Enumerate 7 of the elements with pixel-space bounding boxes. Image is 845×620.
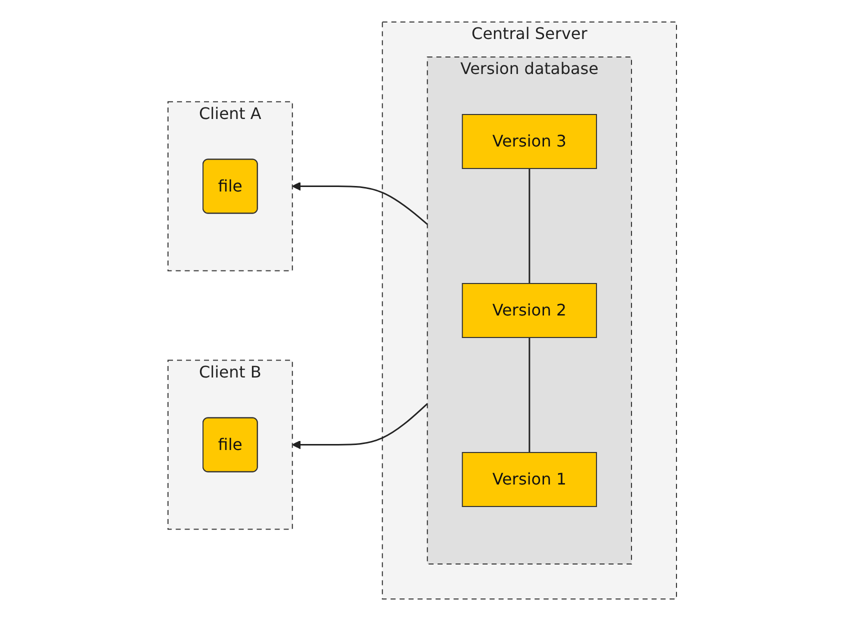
arrow [292, 181, 428, 224]
node-box: Version 3 [462, 114, 598, 168]
node-box: Version 2 [462, 282, 598, 338]
connector [528, 337, 530, 452]
arrow [292, 402, 428, 449]
node-box: Version 1 [462, 452, 598, 506]
connector [528, 168, 530, 283]
